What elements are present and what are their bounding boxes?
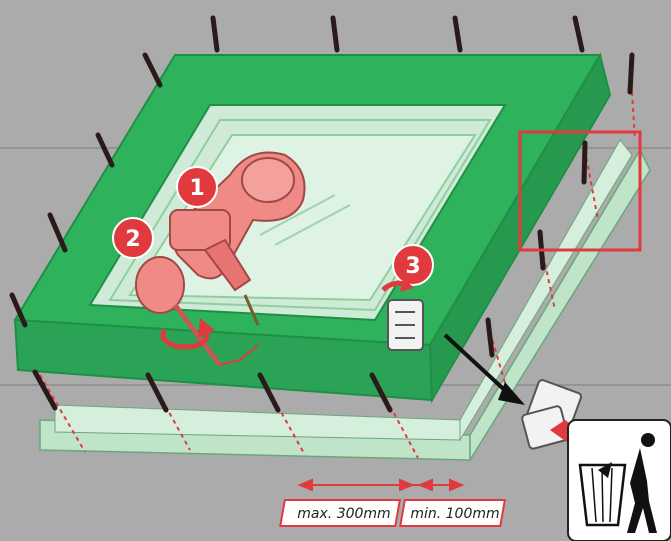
svg-text:1: 1 (189, 176, 204, 201)
screwdriver-icon (135, 256, 222, 367)
screw (330, 15, 340, 53)
dimension-label-min: min. 100mm (399, 499, 507, 527)
screw (452, 15, 463, 53)
remove-arrow-icon (443, 333, 525, 405)
dimension-arrows (297, 478, 465, 492)
step-badge-1: 1 (176, 166, 218, 208)
svg-text:2: 2 (125, 227, 140, 252)
step-badge-2: 2 (112, 217, 154, 259)
rotation-arrow-icon (160, 318, 215, 350)
pointer-line (219, 344, 259, 366)
bracket-icon (381, 278, 424, 351)
svg-text:max. 300mm: max. 300mm (297, 506, 390, 522)
zoom-highlight-icon (518, 130, 642, 252)
screw (95, 132, 115, 168)
screws (9, 15, 635, 413)
screw (369, 372, 393, 413)
screw (210, 15, 220, 53)
screw (9, 292, 28, 328)
screw (627, 52, 635, 95)
screw (145, 372, 169, 413)
step-badge-3: 3 (392, 244, 434, 286)
screw (142, 52, 163, 88)
screw (32, 369, 58, 411)
svg-text:min. 100mm: min. 100mm (410, 506, 499, 522)
drill-icon (169, 151, 306, 326)
dimension-label-max: max. 300mm (279, 499, 402, 527)
screw (572, 15, 585, 53)
screw (47, 212, 68, 253)
screw (485, 317, 495, 358)
screw (257, 372, 281, 413)
svg-text:3: 3 (405, 254, 420, 279)
screw (581, 140, 588, 185)
flashing-base (39, 139, 651, 463)
recycle-bin-icon (567, 419, 671, 541)
